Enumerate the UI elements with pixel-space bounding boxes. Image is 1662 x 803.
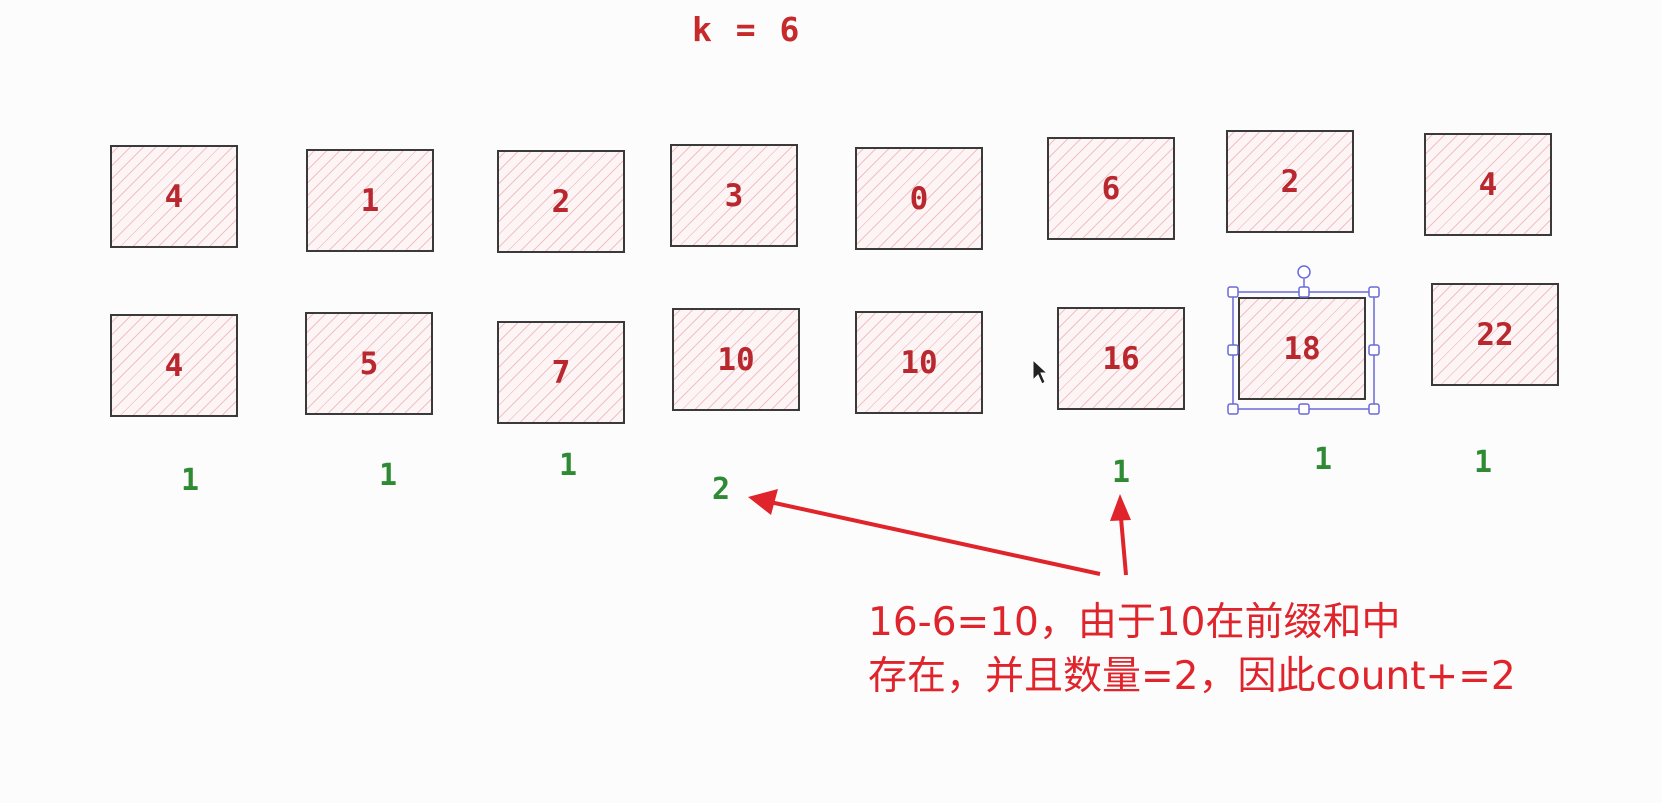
prefix-box-5[interactable]: 16 [1057, 307, 1185, 410]
prefix-box-2[interactable]: 7 [497, 321, 625, 424]
count-label-0: 1 [180, 463, 200, 498]
resize-handle-ne[interactable] [1368, 286, 1380, 298]
explanation-line-1: 16-6=10，由于10在前缀和中 [868, 600, 1401, 645]
count-label-2: 1 [558, 448, 578, 483]
count-label-1: 1 [378, 458, 398, 493]
selection-frame[interactable] [1227, 265, 1380, 415]
prefix-box-3[interactable]: 10 [672, 308, 800, 411]
nums-box-7[interactable]: 4 [1424, 133, 1552, 236]
resize-handle-n[interactable] [1298, 286, 1310, 298]
count-label-5: 1 [1313, 442, 1333, 477]
explanation-line-2: 存在，并且数量=2，因此count+=2 [868, 654, 1516, 699]
resize-handle-e[interactable] [1368, 344, 1380, 356]
nums-box-1[interactable]: 1 [306, 149, 434, 252]
nums-box-3[interactable]: 3 [670, 144, 798, 247]
resize-handle-se[interactable] [1368, 403, 1380, 415]
explanation-note: 16-6=10，由于10在前缀和中 存在，并且数量=2，因此count+=2 [868, 596, 1516, 704]
arrow-to-count-2 [748, 489, 1101, 576]
count-label-6: 1 [1473, 445, 1493, 480]
nums-box-4[interactable]: 0 [855, 147, 983, 250]
prefix-box-6[interactable]: 18 [1238, 297, 1366, 400]
nums-box-5[interactable]: 6 [1047, 137, 1175, 240]
prefix-box-1[interactable]: 5 [305, 312, 433, 415]
prefix-box-4[interactable]: 10 [855, 311, 983, 414]
resize-handle-w[interactable] [1227, 344, 1239, 356]
mouse-cursor-icon [1032, 358, 1049, 385]
resize-handle-sw[interactable] [1227, 403, 1239, 415]
resize-handle-nw[interactable] [1227, 286, 1239, 298]
prefix-box-0[interactable]: 4 [110, 314, 238, 417]
count-label-4: 1 [1111, 455, 1131, 490]
arrow-to-count-1 [1110, 494, 1131, 576]
nums-box-2[interactable]: 2 [497, 150, 625, 253]
k-value-label: k = 6 [692, 10, 802, 49]
resize-handle-s[interactable] [1298, 403, 1310, 415]
nums-box-0[interactable]: 4 [110, 145, 238, 248]
prefix-box-7[interactable]: 22 [1431, 283, 1559, 386]
rotate-handle[interactable] [1297, 265, 1311, 279]
nums-box-6[interactable]: 2 [1226, 130, 1354, 233]
count-label-3: 2 [711, 472, 731, 507]
